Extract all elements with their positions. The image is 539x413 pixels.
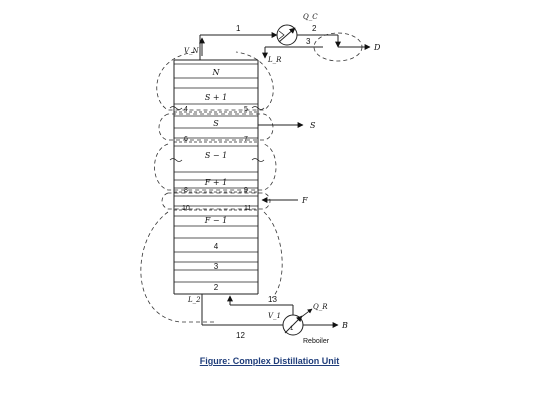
stage-label-tray4: 4 <box>214 242 219 251</box>
stream-4: 4 <box>184 106 188 113</box>
stream-6: 6 <box>184 136 188 143</box>
label-reboiler: Reboiler <box>303 338 330 345</box>
label-s: S <box>310 121 316 130</box>
column <box>173 59 259 295</box>
stage-label-tray2: 2 <box>214 283 219 292</box>
label-d: D <box>373 43 381 52</box>
label-b: B <box>341 321 348 330</box>
label-lr: L_R <box>267 56 282 64</box>
condenser-symbol <box>276 24 298 46</box>
stage-label-tray3: 3 <box>214 262 219 271</box>
stream-13: 13 <box>268 295 277 304</box>
stage-label-side: S <box>213 119 219 128</box>
stage-label-s-plus-1: S + 1 <box>205 93 227 102</box>
stream-5: 5 <box>244 106 248 113</box>
stream-1: 1 <box>236 24 241 33</box>
stream-12: 12 <box>236 331 245 340</box>
label-v1: V_1 <box>268 312 281 320</box>
stage-label-top: N <box>212 68 221 77</box>
label-l2: L_2 <box>187 296 201 304</box>
stream-3: 3 <box>306 37 311 46</box>
overhead-system <box>199 32 371 60</box>
reboiler-symbol <box>282 308 313 336</box>
stage-label-f-minus-1: F − 1 <box>204 216 227 225</box>
column-breaks <box>169 106 265 162</box>
label-reboiler-stage: 1 <box>290 326 294 332</box>
label-f: F <box>301 196 308 205</box>
tray-lines <box>174 63 258 283</box>
bottoms-system <box>201 294 339 328</box>
label-qc: Q_C <box>303 13 318 21</box>
label-qr: Q_R <box>313 303 328 311</box>
figure-caption: Figure: Complex Distillation Unit <box>199 356 340 366</box>
label-vn: V_N <box>184 47 200 55</box>
stage-label-s-minus-1: S − 1 <box>205 151 227 160</box>
stream-2: 2 <box>312 24 317 33</box>
stream-7: 7 <box>244 136 248 143</box>
stage-label-f-plus-1: F + 1 <box>204 178 227 187</box>
dashed-boundaries <box>174 111 258 211</box>
stream-9: 9 <box>244 187 248 194</box>
stream-8: 8 <box>184 187 188 194</box>
stream-11: 11 <box>244 205 251 212</box>
stream-10: 10 <box>182 205 190 212</box>
